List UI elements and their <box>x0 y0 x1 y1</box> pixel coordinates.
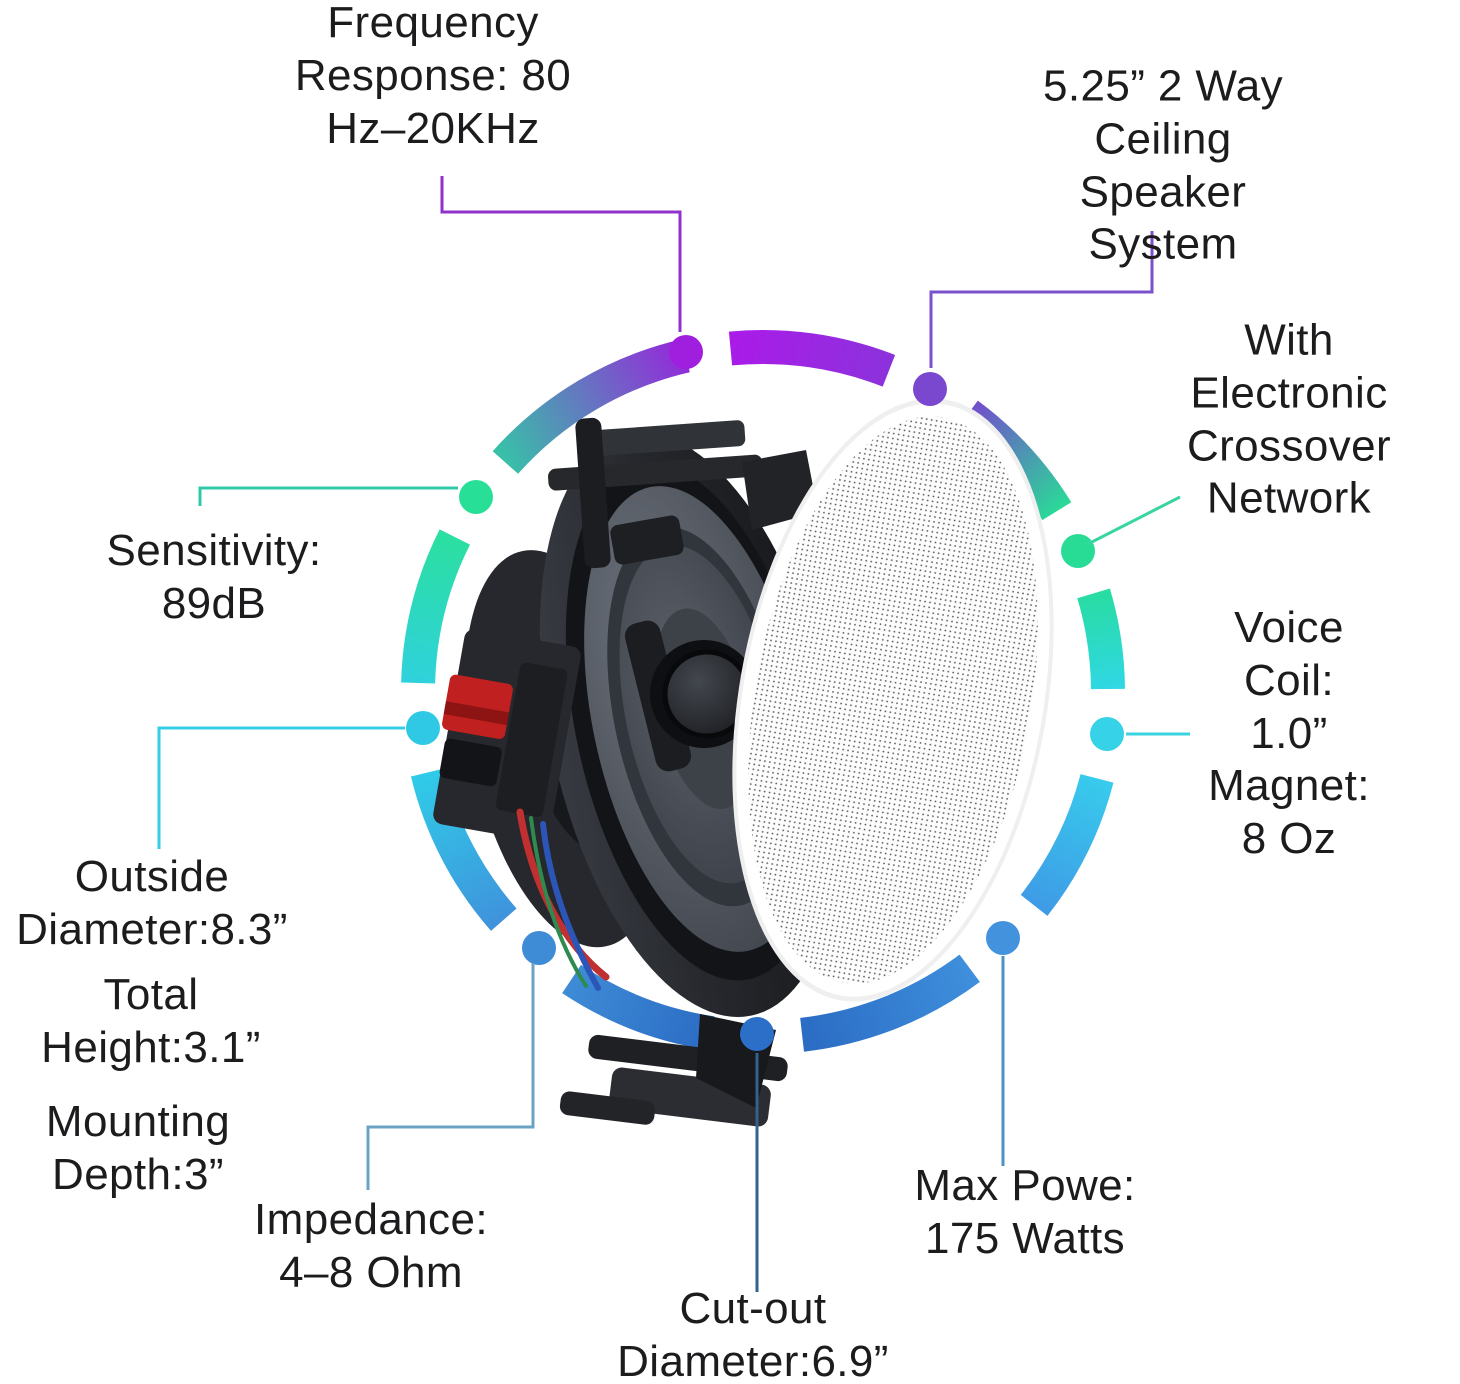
callout-crossover-network: With Electronic Crossover Network <box>1186 315 1392 523</box>
connector-sensitivity <box>198 486 458 506</box>
ring-dot-max-power <box>986 921 1020 955</box>
speaker-tweeter <box>624 620 758 772</box>
callout-impedance: Impedance: 4–8 Ohm <box>254 1195 488 1297</box>
mounting-clamp-top <box>548 417 818 569</box>
connector-impedance <box>366 963 535 1190</box>
ring-dot-impedance <box>522 931 556 965</box>
ring-arc-0 <box>728 329 896 387</box>
callout-cutout-diameter: Cut-out Diameter:6.9” <box>617 1284 889 1384</box>
connector-outside-diameter <box>157 726 405 849</box>
speaker-terminal-black <box>439 738 502 787</box>
callout-max-power: Max Powe: 175 Watts <box>914 1161 1136 1263</box>
ring-dot-cutout <box>740 1017 774 1051</box>
ring-arc-3 <box>1020 773 1114 916</box>
ring-arc-6 <box>410 768 517 931</box>
connector-crossover <box>1085 495 1181 547</box>
ring-arc-2 <box>1077 588 1125 690</box>
ring-arc-8 <box>492 339 690 474</box>
callout-total-height: Total Height:3.1” <box>41 970 261 1072</box>
ring-arc-4 <box>799 954 980 1052</box>
ring-dot-sensitivity <box>459 480 493 514</box>
ring-dot-voice-coil <box>1090 717 1124 751</box>
connector-speaker-system <box>929 231 1154 368</box>
connector-lines <box>157 176 1190 1292</box>
ring-dot-speaker-system <box>913 372 947 406</box>
callout-outside-diameter: Outside Diameter:8.3” <box>16 852 288 954</box>
callout-frequency-response: Frequency Response: 80 Hz–20KHz <box>294 0 572 153</box>
crossover-board <box>433 629 581 842</box>
connector-frequency <box>440 176 682 332</box>
ring-dot-outside-diameter <box>406 711 440 745</box>
callout-speaker-system: 5.25” 2 Way Ceiling Speaker System <box>1043 61 1283 269</box>
callout-voice-coil-magnet: Voice Coil: 1.0” Magnet: 8 Oz <box>1208 603 1370 864</box>
ring-dots <box>406 335 1124 1051</box>
wire-green <box>529 816 588 988</box>
ring-dot-crossover <box>1061 534 1095 568</box>
callout-sensitivity: Sensitivity: 89dB <box>106 526 322 628</box>
wire-blue <box>540 821 601 991</box>
ring-dot-frequency <box>669 335 703 369</box>
callout-mounting-depth: Mounting Depth:3” <box>45 1097 231 1199</box>
ring-arc-7 <box>401 529 471 684</box>
speaker-grille <box>732 398 1054 1002</box>
